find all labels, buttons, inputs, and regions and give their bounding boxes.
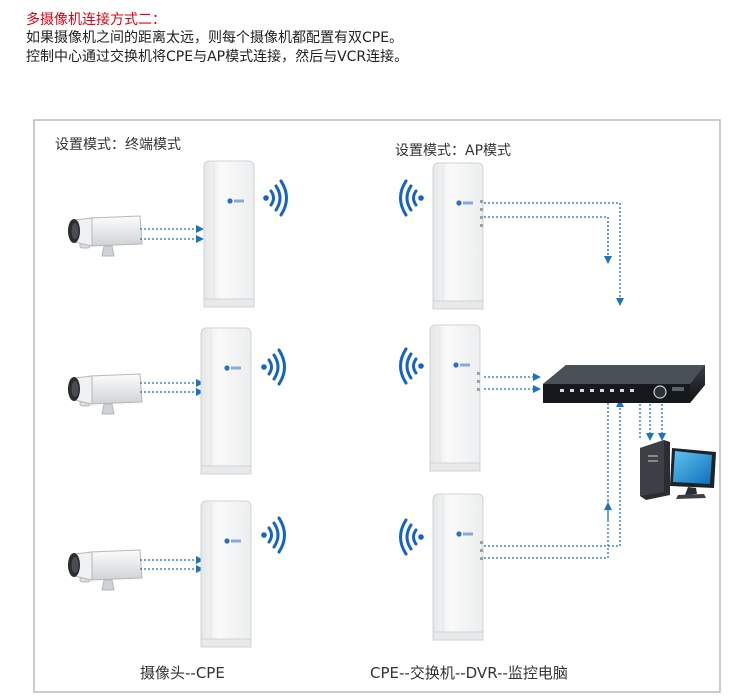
page-heading: 多摄像机连接方式二： 如果摄像机之间的距离太远，则每个摄像机都配置有双CPE。 … <box>26 11 726 67</box>
camera-icon <box>67 549 143 591</box>
wifi-signal-icon <box>399 518 426 556</box>
camera-icon <box>67 215 143 257</box>
diagram-frame <box>33 119 721 693</box>
wifi-signal-icon <box>261 179 288 217</box>
heading-title: 多摄像机连接方式二： <box>26 12 166 28</box>
wifi-signal-icon <box>259 348 286 386</box>
cpe-device-icon <box>432 162 484 310</box>
cpe-device-icon <box>432 493 484 641</box>
cpe-device-icon <box>203 160 255 308</box>
cpe-device-icon <box>200 500 252 648</box>
right-mode-label: 设置模式：AP模式 <box>395 143 511 159</box>
heading-line-1: 如果摄像机之间的距离太远，则每个摄像机都配置有双CPE。 <box>26 30 404 46</box>
cpe-device-icon <box>429 324 481 472</box>
network-links <box>484 202 666 559</box>
wifi-signal-icon <box>399 347 426 385</box>
right-caption: CPE--交换机--DVR--监控电脑 <box>370 664 568 682</box>
cpe-device-icon <box>200 327 252 475</box>
dvr-icon <box>543 365 705 403</box>
computer-icon <box>640 440 716 500</box>
left-caption: 摄像头--CPE <box>140 664 225 682</box>
wifi-signal-icon <box>399 179 426 217</box>
cpe-ports <box>477 200 483 560</box>
heading-line-2: 控制中心通过交换机将CPE与AP模式连接，然后与VCR连接。 <box>26 49 409 65</box>
camera-icon <box>67 373 143 415</box>
camera-links <box>140 225 204 573</box>
wifi-signal-icon <box>259 516 286 554</box>
left-mode-label: 设置模式：终端模式 <box>55 137 181 153</box>
